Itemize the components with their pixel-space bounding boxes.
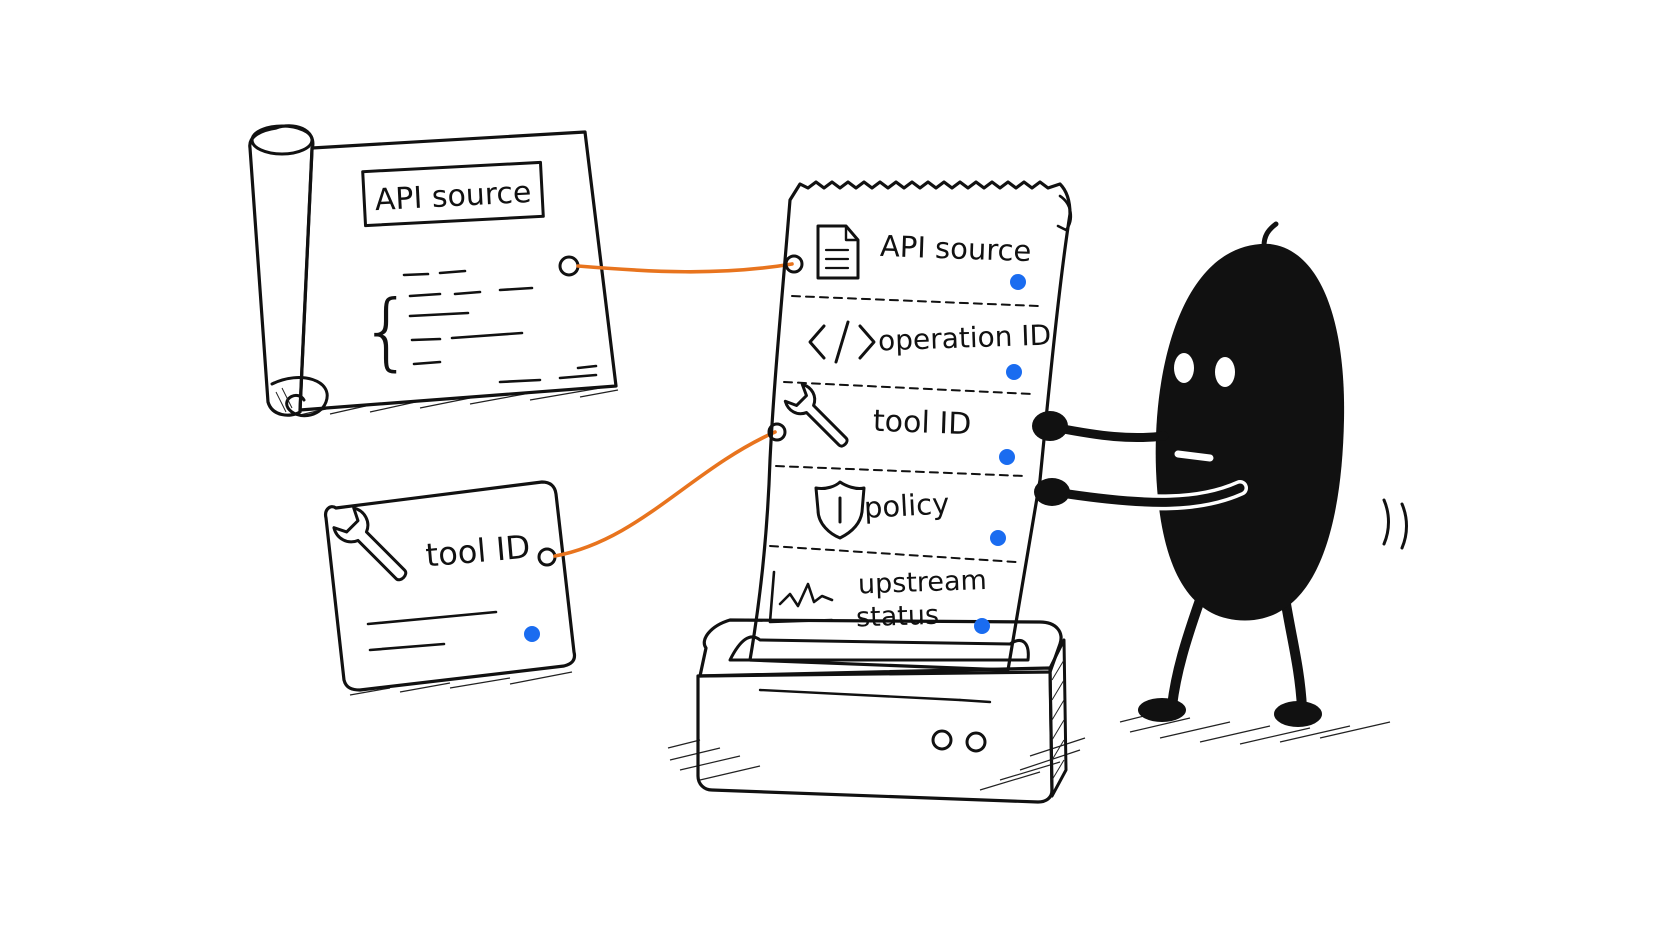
receipt-row-label: operation ID bbox=[877, 318, 1051, 357]
receipt-row-label: policy bbox=[863, 486, 950, 524]
status-dot bbox=[974, 618, 990, 634]
printer-button-1 bbox=[931, 729, 953, 751]
sheet-shadow bbox=[299, 387, 619, 416]
left-eye bbox=[1174, 353, 1194, 383]
receipt-grommet-tool bbox=[767, 422, 787, 442]
json-brace-icon: { bbox=[360, 282, 413, 380]
connection-lines bbox=[553, 262, 794, 558]
receipt-row-policy: policy bbox=[814, 480, 1006, 546]
json-lines bbox=[402, 269, 598, 384]
wrench-icon bbox=[332, 506, 408, 582]
link-tool-id bbox=[553, 430, 777, 558]
upper-hand bbox=[1032, 411, 1068, 441]
receipt-row-label-line1: upstream bbox=[857, 565, 987, 600]
wrench-icon bbox=[783, 382, 849, 448]
right-foot bbox=[1274, 701, 1322, 727]
sheet-title-box bbox=[361, 160, 545, 228]
receipt-row-tool-id: tool ID bbox=[783, 382, 1015, 465]
right-eye bbox=[1215, 357, 1235, 387]
receipt-printer bbox=[667, 618, 1086, 804]
card-shadow bbox=[349, 671, 573, 696]
api-spec-sheet: API source { bbox=[248, 124, 619, 418]
receipt-row-api-source: API source bbox=[816, 224, 1032, 290]
receipt-row-operation-id: operation ID bbox=[808, 318, 1052, 380]
activity-chart-icon bbox=[768, 570, 834, 624]
card-status-dot bbox=[524, 626, 540, 642]
printer-button-2 bbox=[965, 731, 987, 753]
status-dot bbox=[1010, 274, 1026, 290]
sheet-title: API source bbox=[374, 175, 532, 218]
mouth bbox=[1174, 450, 1214, 462]
card-label: tool ID bbox=[424, 528, 532, 575]
status-dot bbox=[990, 530, 1006, 546]
shield-icon bbox=[814, 480, 866, 540]
bean-character bbox=[1032, 221, 1408, 745]
sheet-grommet bbox=[558, 255, 580, 277]
receipt-paper: API source operation ID tool ID bbox=[748, 180, 1073, 672]
receipt-row-upstream-status: upstream status bbox=[768, 565, 990, 634]
lower-hand bbox=[1034, 478, 1070, 506]
tool-id-card: tool ID bbox=[324, 480, 577, 696]
card-grommet bbox=[537, 547, 557, 567]
motion-lines bbox=[1382, 498, 1408, 550]
code-brackets-icon bbox=[808, 320, 876, 364]
status-dot bbox=[999, 449, 1015, 465]
character-body bbox=[1155, 243, 1345, 621]
document-icon bbox=[816, 224, 860, 280]
link-api-source bbox=[576, 262, 794, 274]
receipt-row-label: API source bbox=[879, 229, 1032, 268]
status-dot bbox=[1006, 364, 1022, 380]
left-foot bbox=[1138, 698, 1186, 722]
printer-shadow bbox=[667, 737, 1086, 791]
receipt-grommet-top bbox=[784, 254, 804, 274]
receipt-row-label-line2: status bbox=[856, 600, 940, 634]
receipt-row-label: tool ID bbox=[872, 404, 971, 442]
